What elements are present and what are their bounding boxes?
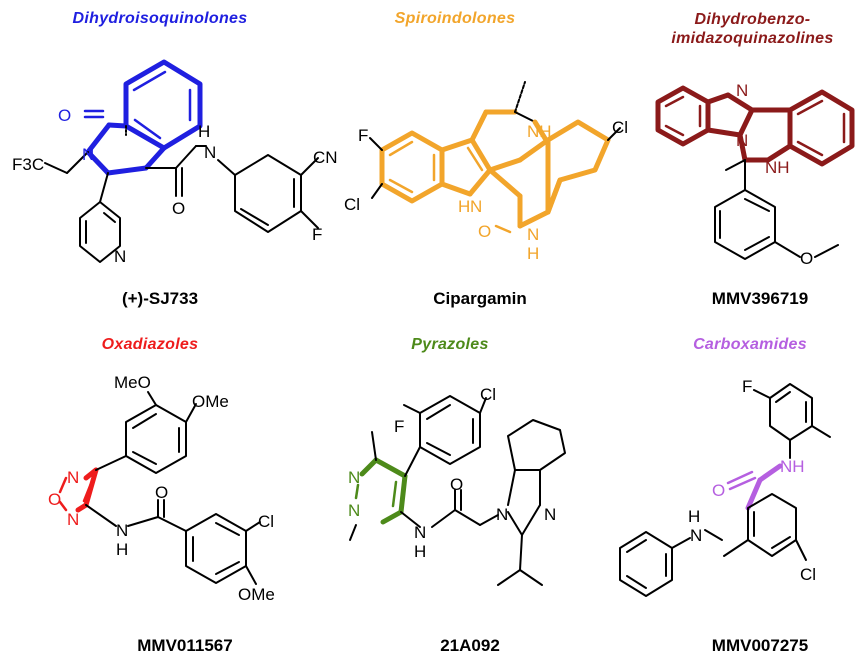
structure-cipargamin: F Cl NH H N O N H Cl <box>344 81 628 263</box>
atom-h: H <box>688 507 700 526</box>
atom-f: F <box>312 225 322 244</box>
atom-o: O <box>48 490 61 509</box>
atom-o: O <box>450 475 463 494</box>
structure-mmv396719: N N NH O <box>655 81 855 268</box>
atom-n: N <box>736 131 748 150</box>
compound-mmv011567: MMV011567 <box>137 636 233 655</box>
atom-n: N <box>690 526 702 545</box>
atom-cl: Cl <box>612 118 628 137</box>
structure-mmv007275: F O NH H N Cl <box>619 377 831 597</box>
title-dihydroisoquinolones: Dihydroisoquinolones <box>72 10 248 27</box>
spiroindolone-core <box>379 109 611 229</box>
atom-cl: Cl <box>344 195 360 214</box>
atom-cl: Cl <box>800 565 816 584</box>
atom-f3c: F3C <box>12 155 44 174</box>
atom-n: N <box>67 510 79 529</box>
atom-n: N <box>496 505 508 524</box>
atom-n: N <box>82 145 94 164</box>
atom-o: O <box>58 106 71 125</box>
compound-mmv007275: MMV007275 <box>711 636 809 655</box>
atom-n: N <box>544 505 556 524</box>
atom-n: N <box>527 225 539 244</box>
pyrazole-core <box>359 457 408 525</box>
atom-n: N <box>348 501 360 520</box>
atom-cn: CN <box>313 148 338 167</box>
atom-n: N <box>67 468 79 487</box>
atom-cl: Cl <box>480 385 496 404</box>
atom-nh: NH <box>765 158 790 177</box>
atom-nh: NH <box>527 122 552 141</box>
atom-n: N <box>348 468 360 487</box>
atom-ome: OMe <box>238 585 275 604</box>
atom-n: N <box>470 197 482 216</box>
atom-h: H <box>414 542 426 561</box>
atom-o: O <box>800 249 813 268</box>
atom-o: O <box>155 483 168 502</box>
atom-ome: OMe <box>192 392 229 411</box>
atom-f: F <box>358 126 368 145</box>
title-carboxamides: Carboxamides <box>693 336 807 353</box>
atom-o: O <box>172 199 185 218</box>
dihydroisoquinolone-core <box>85 59 203 176</box>
atom-o: O <box>712 481 725 500</box>
atom-cl: Cl <box>258 512 274 531</box>
compound-cipargamin: Cipargamin <box>433 289 527 308</box>
atom-n: N <box>114 247 126 266</box>
compound-mmv396719: MMV396719 <box>711 289 809 308</box>
atom-n: N <box>116 521 128 540</box>
benzimidazoquinazoline-core <box>655 85 855 167</box>
atom-meo: MeO <box>114 373 151 392</box>
atom-n: N <box>414 523 426 542</box>
compound-21a092: 21A092 <box>440 636 500 655</box>
structure-21a092: F Cl N N O N H N N <box>348 385 566 586</box>
atom-n: N <box>204 143 216 162</box>
title-dihydrobenzoimidazoquinazolines: Dihydrobenzo- imidazoquinazolines <box>671 11 834 47</box>
atom-f: F <box>742 377 752 396</box>
carboxamide-core <box>745 463 783 511</box>
atom-h: H <box>116 540 128 559</box>
title-spiroindolones: Spiroindolones <box>394 10 516 27</box>
atom-h: H <box>198 122 210 141</box>
atom-nh: NH <box>780 457 805 476</box>
structure-mmv011567: MeO OMe N O N O N H Cl OMe <box>48 373 275 604</box>
title-oxadiazoles: Oxadiazoles <box>101 336 199 353</box>
atom-n: N <box>736 81 748 100</box>
oxadiazole-core <box>75 467 99 513</box>
atom-f: F <box>394 417 404 436</box>
atom-o: O <box>478 222 491 241</box>
compound-sj733: (+)-SJ733 <box>121 289 199 308</box>
atom-h: H <box>527 244 539 263</box>
structure-sj733: O N F3C H N CN O F N <box>12 59 338 266</box>
title-pyrazoles: Pyrazoles <box>411 336 489 353</box>
atom-h: H <box>458 197 470 216</box>
